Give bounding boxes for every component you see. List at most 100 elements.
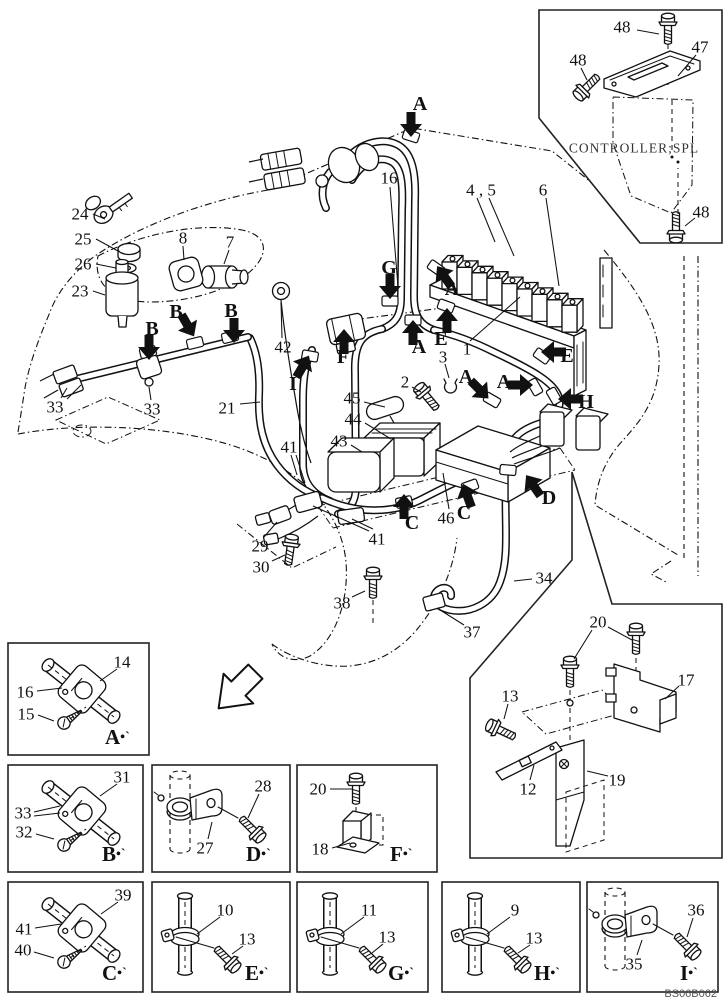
callout-48: 48 [693,203,710,222]
box-C-callout-41: 41 [16,920,33,939]
box-A-callout-15-leader [37,714,55,722]
callout-4 , 5-leader [476,197,496,243]
ignition-switch-23 [105,258,139,328]
box-G-callout-13-leader [371,943,384,954]
box-A-callout-14-leader [99,668,118,682]
callout-29-leader [263,521,278,538]
bracket-detail-box [469,471,723,859]
box-D-callout-27: 27 [197,839,215,858]
detail-box-label-C: C•` [102,961,127,985]
callout-2: 2 [401,373,410,392]
bolt-38 [363,566,383,599]
detail-box-label-D: D•` [246,842,271,866]
box-H-callout-9-leader [486,916,511,935]
detail-box-label-A: A•` [105,725,130,749]
box-I-callout-35-leader [636,939,643,956]
view-letter-D: D [542,487,556,509]
clip-3 [443,378,458,394]
callout-8: 8 [179,229,188,248]
view-letter-F: F [337,346,349,368]
callout-1: 1 [463,340,472,359]
callout-48-leader [580,67,588,81]
callout-29: 29 [252,537,269,556]
box-B-callout-31-leader [99,783,118,797]
relay-4-5 [561,298,584,333]
view-letter-E: E [560,345,573,367]
callout-33-leader [60,387,68,399]
connector-pair [259,147,306,191]
detail-box-label-I: I•` [680,961,698,985]
callout-33: 33 [144,400,161,419]
callout-48-leader [636,29,660,35]
box-I-callout-36-leader [686,917,694,938]
callout-30: 30 [253,558,270,577]
callout-8-leader [182,245,185,261]
callout-47-leader [677,54,697,77]
callout-45: 45 [344,389,361,408]
callout-34-leader [513,578,533,582]
callout-37-leader [436,607,465,626]
callout-37: 37 [464,623,482,642]
grommet-8 [168,256,204,292]
callout-38: 38 [334,594,351,613]
controller-label: CONTROLLER;SPL [569,141,699,156]
switch-7 [200,265,249,289]
box-D-callout-27-leader [207,821,213,840]
callout-7: 7 [226,233,235,252]
connector-37 [422,592,446,612]
callout-41-leader [312,505,370,532]
callout-2-leader [411,386,422,393]
callout-48: 48 [614,18,631,37]
controller-detail-box: CONTROLLER;SPL [538,9,723,244]
callout-3-leader [444,363,450,379]
callout-23-leader [92,290,106,296]
callout-41: 41 [369,530,386,549]
wire-harness [60,137,564,615]
callout-21: 21 [219,399,236,418]
view-letter-A: A [459,366,474,388]
callout-43-leader [350,444,363,453]
callout-47: 47 [692,38,710,57]
box-E-callout-10-leader [196,916,221,935]
callout-25: 25 [75,230,92,249]
box-B-callout-33-leader [33,805,61,813]
box-A-callout-15: 15 [18,705,35,724]
box-C-callout-40-leader [33,951,55,959]
callout-25-leader [95,238,119,252]
callout-16: 16 [381,169,398,188]
box-A-callout-16-leader [36,687,63,692]
view-letter-A: A [445,278,460,300]
box-C-callout-41-leader [34,923,62,929]
callout-13: 13 [502,687,519,706]
callout-46: 46 [438,509,455,528]
box-E-callout-10: 10 [217,901,234,920]
callout-48-leader [684,217,696,227]
callout-17: 17 [678,671,696,690]
callout-4 , 5-leader [488,197,515,257]
view-letter-E: E [434,328,447,350]
callout-30-leader [271,554,286,562]
view-letter-C: C [405,512,419,534]
box-G-callout-13: 13 [379,928,396,947]
bolt-30 [278,532,302,568]
module-43 [327,437,395,493]
box-C-callout-40: 40 [15,941,32,960]
bracket-19 [555,739,605,853]
callout-7-leader [223,249,230,265]
callout-26: 26 [75,255,92,274]
callout-43: 43 [331,432,348,451]
box-H-callout-13-leader [517,944,531,954]
detail-box-I [586,881,719,993]
callout-6: 6 [539,181,548,200]
view-letter-G: G [381,257,397,279]
key-24 [84,192,133,225]
callout-6-leader [545,197,560,287]
box-H-callout-13: 13 [526,929,543,948]
view-letter-I: I [289,373,297,395]
view-letter-C: C [457,502,471,524]
view-letter-A: A [413,93,428,115]
callout-41: 41 [281,438,298,457]
